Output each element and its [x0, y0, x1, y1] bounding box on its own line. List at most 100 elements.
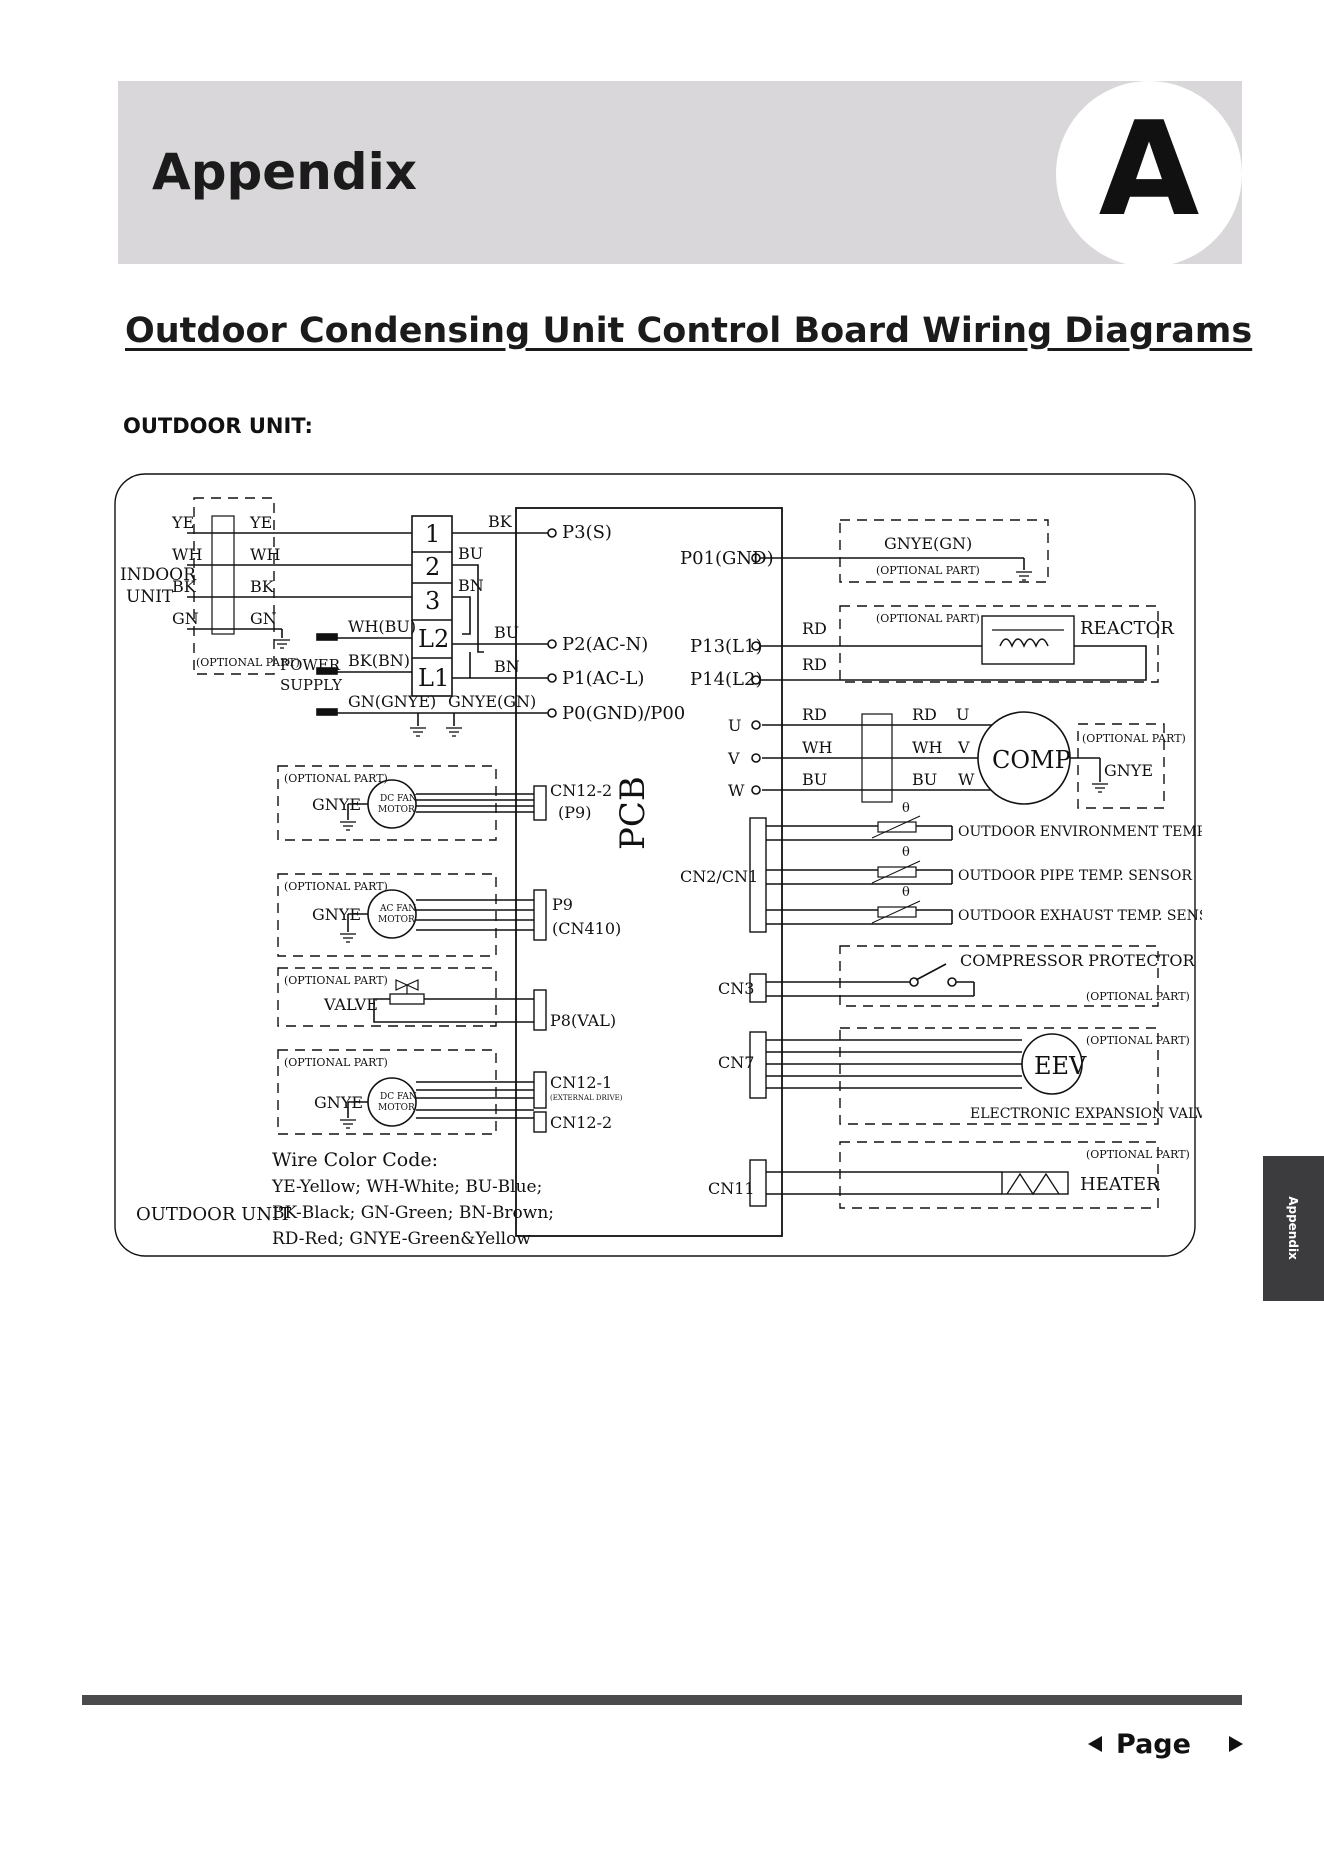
indoor-wire-gn-r: GN [250, 609, 277, 628]
wire-gnye-gn: GNYE(GN) [448, 692, 536, 711]
supply-wire-bk-bn: BK(BN) [348, 651, 410, 670]
gnye-gn-label: GNYE(GN) [884, 534, 972, 553]
optional-dc-fan-1: (OPTIONAL PART) [284, 772, 388, 785]
indoor-wire-bk: BK [172, 577, 197, 596]
pcb-port-p01: P01(GND) [680, 548, 774, 569]
dc-fan-2-l1: DC FAN [380, 1092, 417, 1102]
optional-p01: (OPTIONAL PART) [876, 564, 980, 577]
rd-2: RD [802, 655, 827, 674]
gnye-ac-fan: GNYE [312, 905, 361, 924]
optional-valve: (OPTIONAL PART) [284, 974, 388, 987]
power-supply-label-2: SUPPLY [280, 676, 343, 694]
supply-wire-gn-gnye: GN(GNYE) [348, 692, 436, 711]
theta-3: θ [902, 885, 910, 900]
wire-color-code-line-2: BK-Black; GN-Green; BN-Brown; [272, 1203, 554, 1223]
wire-bn: BN [458, 576, 484, 595]
pcb-port-p2: P2(AC-N) [562, 634, 648, 655]
sensor-env: OUTDOOR ENVIRONMENT TEMP. SENSOR [958, 824, 1202, 840]
pcb-box [515, 507, 783, 1237]
optional-comp: (OPTIONAL PART) [1082, 732, 1186, 745]
indoor-wire-wh-r: WH [250, 545, 280, 564]
indoor-wire-bk-r: BK [250, 577, 275, 596]
pcb-label: PCB [613, 776, 653, 850]
terminal-l2: L2 [418, 625, 449, 653]
ac-fan-l2: MOTOR [378, 915, 415, 925]
cn11-label: CN11 [708, 1179, 755, 1198]
terminal-1: 1 [425, 520, 440, 548]
side-tab-label: Appendix [1286, 1196, 1300, 1260]
cn7-label: CN7 [718, 1053, 754, 1072]
uvw-u: U [728, 716, 741, 735]
dc-fan-2-l2: MOTOR [378, 1103, 415, 1113]
indoor-optional-label: (OPTIONAL PART) [196, 656, 300, 669]
sensor-exhaust: OUTDOOR EXHAUST TEMP. SENSOR [958, 908, 1202, 924]
pcb-port-p0: P0(GND)/P00 [562, 703, 685, 724]
optional-protector: (OPTIONAL PART) [1086, 990, 1190, 1003]
indoor-wire-ye: YE [171, 513, 194, 532]
p8-label: P8(VAL) [550, 1011, 616, 1030]
wire-bu2: BU [494, 623, 519, 642]
sensor-pipe: OUTDOOR PIPE TEMP. SENSOR [958, 868, 1192, 884]
indoor-wire-wh: WH [172, 545, 202, 564]
wire-bn2: BN [494, 657, 520, 676]
next-page-icon[interactable] [1229, 1736, 1243, 1752]
appendix-letter-circle: A [1056, 81, 1242, 267]
pcb-port-p1: P1(AC-L) [562, 668, 644, 689]
comp-wire-bu: BU [802, 770, 827, 789]
indoor-wire-gn: GN [172, 609, 199, 628]
page-label: Page [1116, 1729, 1191, 1760]
compressor-protector-label: COMPRESSOR PROTECTOR [960, 951, 1195, 970]
comp-v: V [957, 738, 970, 757]
wire-bu: BU [458, 544, 483, 563]
comp-wire-bu-r: BU [912, 770, 937, 789]
uvw-w: W [728, 781, 745, 800]
terminal-2: 2 [425, 553, 440, 581]
optional-ac-fan: (OPTIONAL PART) [284, 880, 388, 893]
gnye-dc-fan-1: GNYE [312, 795, 361, 814]
header-band [118, 81, 1242, 264]
pcb-port-p14: P14(L2) [690, 669, 762, 690]
wire-color-code-line-1: YE-Yellow; WH-White; BU-Blue; [271, 1177, 542, 1197]
appendix-letter: A [1098, 93, 1200, 245]
comp-wire-rd: RD [802, 705, 827, 724]
dc-fan-1-l2: MOTOR [378, 805, 415, 815]
appendix-title: Appendix [152, 143, 417, 201]
external-drive-label: (EXTERNAL DRIVE) [550, 1094, 623, 1102]
section-label: OUTDOOR UNIT: [123, 414, 313, 438]
pcb-port-p3: P3(S) [562, 522, 612, 543]
dc-fan-1-l1: DC FAN [380, 794, 417, 804]
wire-bk: BK [488, 512, 513, 531]
appendix-side-tab[interactable] [1263, 1156, 1324, 1301]
power-supply-label-1: POWER [280, 656, 341, 674]
eev-circle [1021, 1033, 1083, 1095]
theta-1: θ [902, 801, 910, 816]
comp-u: U [956, 705, 969, 724]
optional-dc-fan-2: (OPTIONAL PART) [284, 1056, 388, 1069]
reactor-label: REACTOR [1080, 618, 1174, 639]
cn12-1-label: CN12-1 [550, 1073, 612, 1092]
supply-wire-wh-bu: WH(BU) [348, 617, 416, 636]
valve-label: VALVE [323, 995, 378, 1014]
cn2-label: CN2/CN1 [680, 867, 758, 886]
p9-label: P9 [552, 895, 573, 914]
pcb-port-p13: P13(L1) [690, 636, 762, 657]
optional-eev: (OPTIONAL PART) [1086, 1034, 1190, 1047]
cn410-label: (CN410) [552, 919, 621, 938]
wire-color-code-title: Wire Color Code: [272, 1149, 438, 1171]
terminal-block [411, 515, 453, 697]
optional-reactor: (OPTIONAL PART) [876, 612, 980, 625]
terminal-l1: L1 [418, 664, 449, 692]
heater-label: HEATER [1080, 1174, 1160, 1195]
diagram-border [114, 473, 1196, 1257]
theta-2: θ [902, 845, 910, 860]
eev-description: ELECTRONIC EXPANSION VALVE [970, 1106, 1202, 1122]
cn12-2-bottom: CN12-2 [550, 1113, 612, 1132]
rd-1: RD [802, 619, 827, 638]
comp-gnye: GNYE [1104, 761, 1153, 780]
comp-label: COMP [992, 746, 1071, 774]
reactor-box [981, 615, 1075, 665]
comp-w: W [958, 770, 975, 789]
previous-page-icon[interactable] [1088, 1736, 1102, 1752]
cn3-label: CN3 [718, 979, 754, 998]
